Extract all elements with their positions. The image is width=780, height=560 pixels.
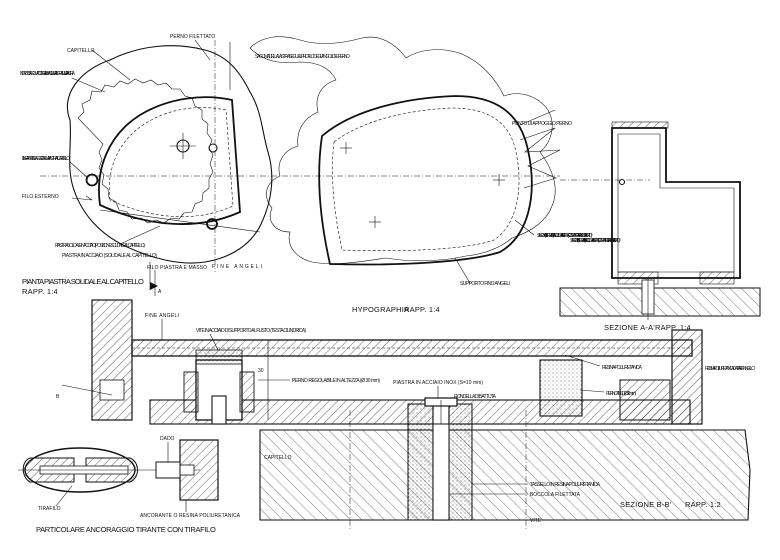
plan-view: A CAPITELLO PERNO FILETTATO SAGOMA DELLA… [20,34,560,296]
label-piastra-solidale: PIASTRA SOLIDALE IN ACCIAIO (POSIZIONE S… [55,243,145,249]
label-supporto-fino: SUPPORTO FINO ANGELI [460,281,510,287]
label-capitello-low: CAPITELLO [264,455,292,461]
label-tassello: TASSELLO IN RESINA POLIURETANICA [530,482,601,488]
hypographia-plate [318,95,533,266]
aa-body-outline [611,127,741,279]
label-capitello: CAPITELLO [67,48,95,54]
label-rondella: RONDELLA DI BATTUTA [454,394,497,400]
label-tirafilo: TIRAFILO [38,506,61,512]
label-fine-angeli: FINE ANGELI [212,264,262,270]
figure-silhouette [249,36,556,264]
title-detail: PARTICOLARE ANCORAGGIO TIRANTE CON TIRAF… [36,525,216,534]
title-hypographia-ref: RAPP. 1:4 [404,305,440,314]
label-resina: RESINA POLIURETANICA [602,365,643,371]
capital-rough-outline [66,45,273,264]
label-perno-regolabile: PERNO REGOLABILE IN ALTEZZA (Ø 30 mm) [292,378,380,384]
label-piastra-acciaio: PIASTRA IN ACCIAIO (SOLIDALE AL CAPITELL… [62,253,157,259]
title-hypographia: HYPOGRAPHIA [352,305,409,314]
label-fine-angeli-bb: FINE ANGELI [145,313,179,319]
label-filo-piastra-masso: FILO PIASTRA E MASSO [147,265,207,271]
dim-30: 30 [258,368,264,374]
label-piastra-inox: PIASTRA IN ACCIAIO INOX (S=10 mm) [393,380,483,386]
hypographia-view: PUNTO DI APPOGGIO PERNO SAGOME (RINFORZO… [249,36,593,314]
title-section-aa: SEZIONE A-A' [604,323,655,332]
label-resina-right: RESINA POLIURETANICA DATA A PENNELLO [705,366,755,372]
label-vite: VITE [530,518,542,524]
label-perno-filettato-top: PERNO FILETTATO [170,34,215,40]
label-vite-acciaio: VITE IN ACCIAIO DI SUPPORTO AL FUSTO (TE… [196,328,306,334]
label-sagome-rinforzo: SAGOME (RINFORZO) ALLA SCULTURA ESISTENT… [537,233,593,239]
label-resina-bottom: ANCORANTE O RESINA POLIURETANICA [140,513,241,519]
title-plan: PIANTA PIASTRA SOLIDALE AL CAPITELLO [22,277,144,286]
plate-inner-dashed [108,107,234,217]
title-section-bb-ref: RAPP. 1:2 [685,500,721,509]
bb-stone [259,429,751,521]
hypographia-plate-inner [332,107,520,251]
label-punto-appoggio: PUNTO DI APPOGGIO PERNO [512,121,572,127]
section-bb-view: FINE ANGELI VITE IN ACCIAIO DI SUPPORTO … [56,299,755,530]
title-plan-ref: RAPP. 1:4 [22,287,58,296]
title-section-bb: SEZIONE B-B' [620,500,672,509]
label-filo-esterno: FILO ESTERNO [22,194,59,200]
label-boccola: BOCCOLA FILETTATA [530,492,581,498]
detail-anchorage-view: DADO ANCORANTE O RESINA POLIURETANICA TI… [18,436,241,534]
label-perno-fisso: PERNO FISSO (Ø 30 mm) [606,391,636,397]
label-rinforzo-aa: SAGOME (RINFORZO) ALLA SCULTURA ESISTENT… [570,238,621,244]
capital-outline-jagged [77,78,214,224]
title-section-aa-ref: RAPP. 1:4 [655,323,691,332]
marker-a: A [158,289,162,295]
label-sagoma-lastra: SAGOMA DELLA LASTRA SEGUE IL PROFILO DEG… [255,54,350,60]
plate-outline [98,96,241,225]
label-linea-fissaggio: LINEA PER FISSAGGIO DELLA PIASTRA AL CAP… [22,156,70,162]
label-bordo-stampa: BORDO SAGOMATO DEGLI ABBACI SULLA PIASTR… [20,71,76,77]
label-b: B [56,394,60,400]
label-dado: DADO [160,436,175,442]
section-aa-view: SAGOME (RINFORZO) ALLA SCULTURA ESISTENT… [559,121,761,332]
